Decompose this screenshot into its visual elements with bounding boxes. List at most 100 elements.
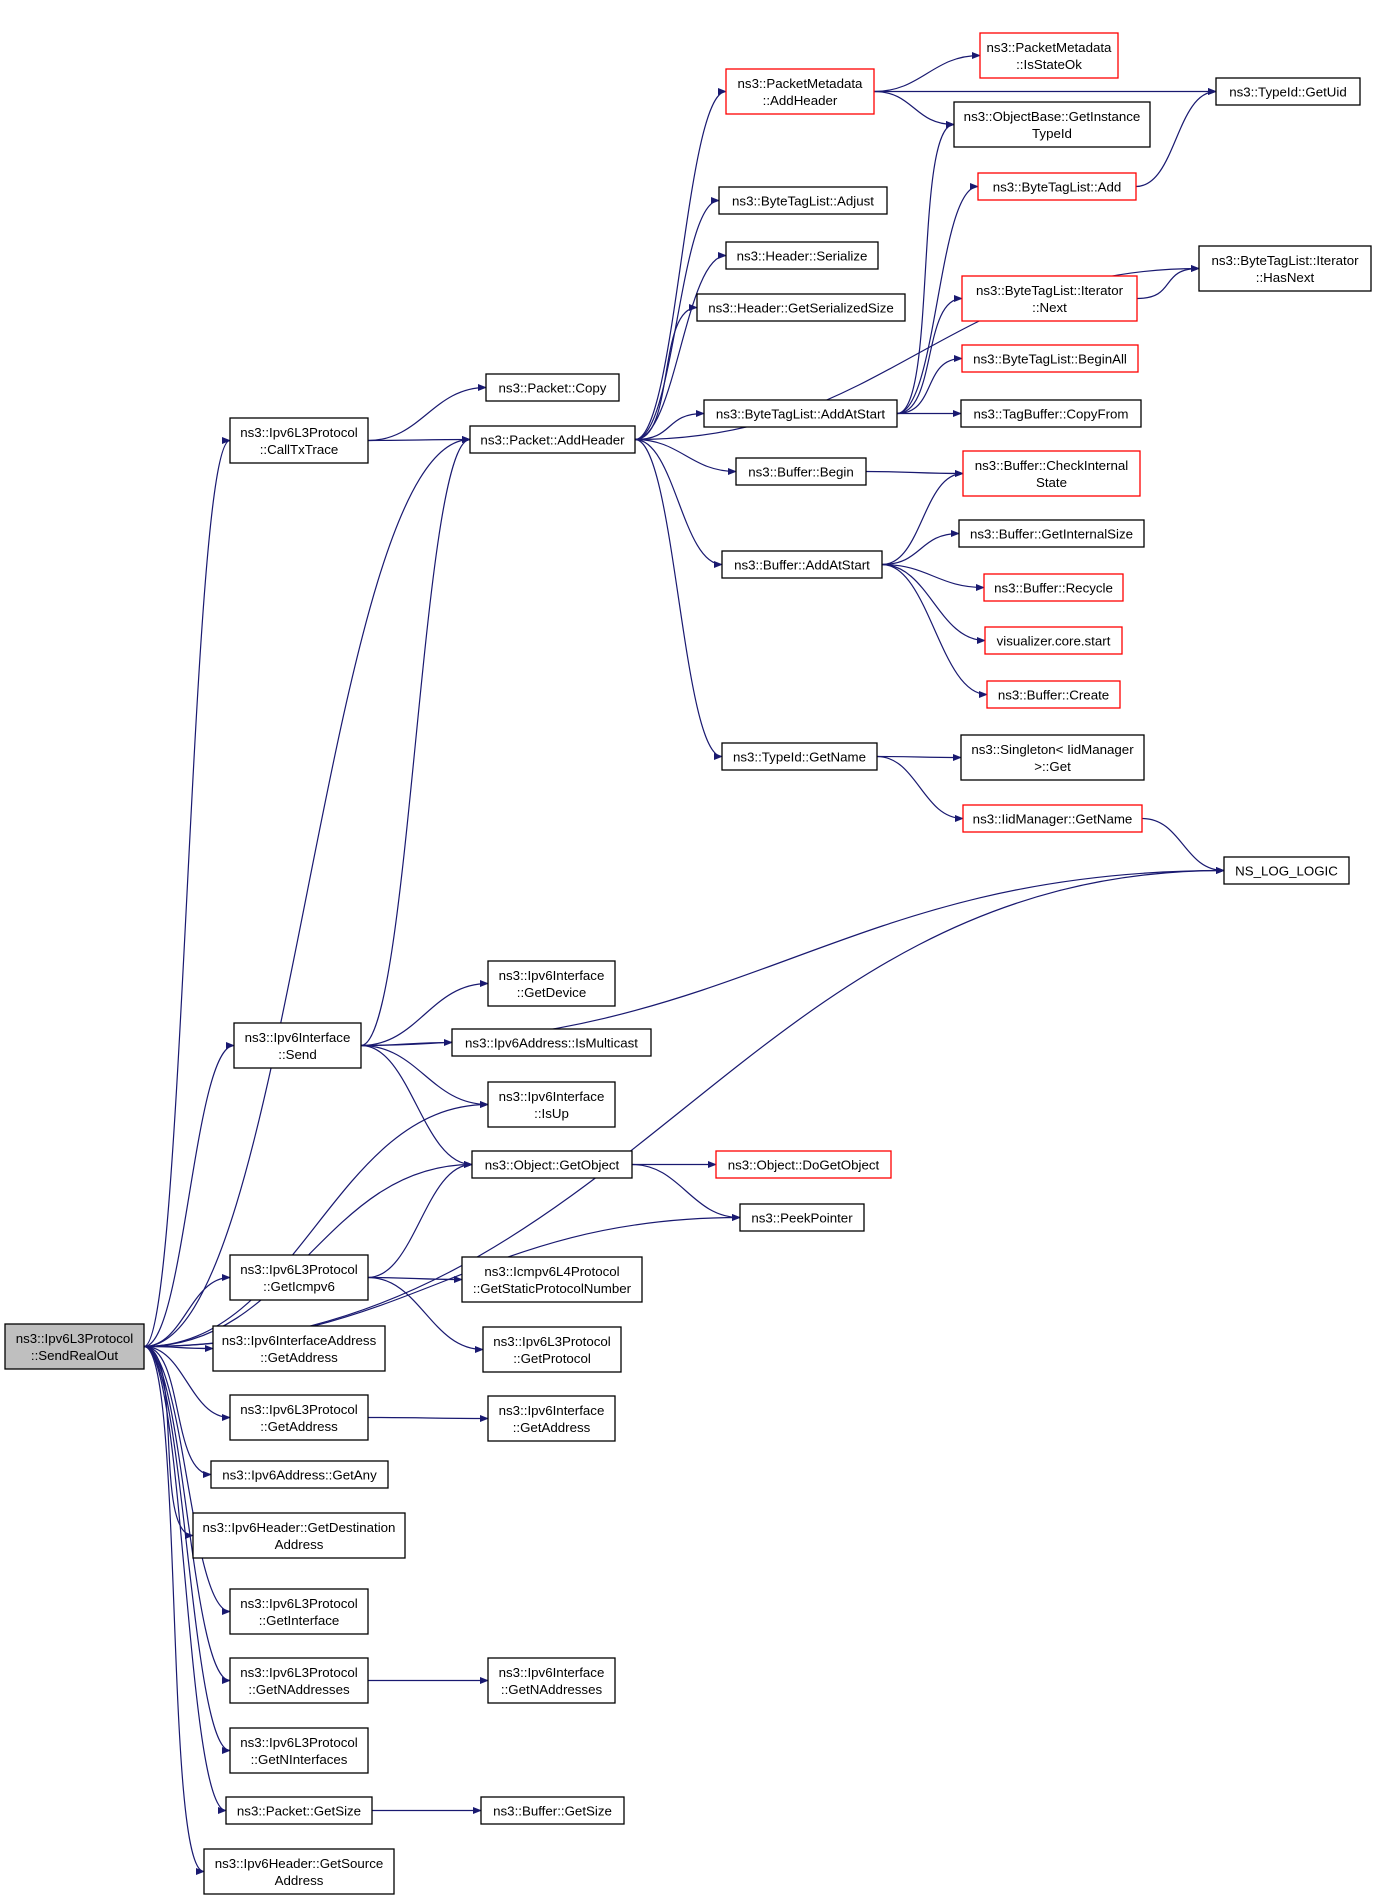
node-iid-get-name[interactable]: ns3::IidManager::GetName [962,804,1143,833]
node-box[interactable] [983,573,1124,602]
node-l3-get-ninterfaces[interactable]: ns3::Ipv6L3Protocol::GetNInterfaces [229,1727,369,1774]
node-btl-add-at-start[interactable]: ns3::ByteTagList::AddAtStart [703,399,898,428]
node-pkt-copy[interactable]: ns3::Packet::Copy [485,373,620,402]
node-l3-get-naddresses[interactable]: ns3::Ipv6L3Protocol::GetNAddresses [229,1657,369,1704]
node-buf-begin[interactable]: ns3::Buffer::Begin [735,457,867,486]
node-box[interactable] [1215,77,1361,106]
node-icmp-get-static[interactable]: ns3::Icmpv6L4Protocol::GetStaticProtocol… [461,1256,643,1303]
node-buf-get-internal-size[interactable]: ns3::Buffer::GetInternalSize [958,519,1145,548]
node-box[interactable] [469,425,636,454]
node-tag-buf-copy-from[interactable]: ns3::TagBuffer::CopyFrom [960,399,1142,428]
node-btl-iter-next[interactable]: ns3::ByteTagList::Iterator::Next [961,275,1138,322]
node-box[interactable] [229,1657,369,1704]
node-box[interactable] [979,32,1119,79]
node-box[interactable] [721,742,878,771]
node-buf-recycle[interactable]: ns3::Buffer::Recycle [983,573,1124,602]
node-buf-create[interactable]: ns3::Buffer::Create [986,680,1121,709]
node-peek-pointer[interactable]: ns3::PeekPointer [739,1203,865,1232]
node-box[interactable] [461,1256,643,1303]
node-box[interactable] [4,1323,145,1370]
node-box[interactable] [229,1394,369,1441]
node-obj-do-get-object[interactable]: ns3::Object::DoGetObject [715,1150,892,1179]
node-obj-get-object[interactable]: ns3::Object::GetObject [471,1150,633,1179]
node-pm-is-state-ok[interactable]: ns3::PacketMetadata::IsStateOk [979,32,1119,79]
node-box[interactable] [718,186,888,215]
node-box[interactable] [1198,245,1372,292]
node-addr-get-any[interactable]: ns3::Ipv6Address::GetAny [210,1460,389,1489]
node-box[interactable] [961,344,1139,373]
node-if-get-address[interactable]: ns3::Ipv6Interface::GetAddress [487,1395,616,1442]
node-box[interactable] [210,1460,389,1489]
node-pkt-add-header[interactable]: ns3::Packet::AddHeader [469,425,636,454]
node-box[interactable] [715,1150,892,1179]
node-box[interactable] [482,1326,622,1373]
node-l3-get-interface[interactable]: ns3::Ipv6L3Protocol::GetInterface [229,1588,369,1635]
node-box[interactable] [451,1028,652,1057]
node-ns-log-logic[interactable]: NS_LOG_LOGIC [1223,856,1350,885]
node-l3-get-protocol[interactable]: ns3::Ipv6L3Protocol::GetProtocol [482,1326,622,1373]
node-box[interactable] [696,293,906,322]
node-box[interactable] [487,1081,616,1128]
node-box[interactable] [725,241,879,270]
node-box[interactable] [735,457,867,486]
node-box[interactable] [953,101,1151,148]
node-pkt-get-size[interactable]: ns3::Packet::GetSize [225,1796,373,1825]
node-box[interactable] [471,1150,633,1179]
node-box[interactable] [703,399,898,428]
node-hdr-get-ser-size[interactable]: ns3::Header::GetSerializedSize [696,293,906,322]
node-pm-add-header[interactable]: ns3::PacketMetadata::AddHeader [725,68,875,115]
node-box[interactable] [233,1022,362,1069]
node-type-id-get-name[interactable]: ns3::TypeId::GetName [721,742,878,771]
node-box[interactable] [725,68,875,115]
node-btl-iter-has-next[interactable]: ns3::ByteTagList::Iterator::HasNext [1198,245,1372,292]
node-if-get-naddresses[interactable]: ns3::Ipv6Interface::GetNAddresses [487,1657,616,1704]
node-singleton-get[interactable]: ns3::Singleton< IidManager >::Get [960,734,1145,781]
node-call-tx[interactable]: ns3::Ipv6L3Protocol::CallTxTrace [229,417,369,464]
node-box[interactable] [721,550,883,579]
node-l3-get-address[interactable]: ns3::Ipv6L3Protocol::GetAddress [229,1394,369,1441]
node-box[interactable] [986,680,1121,709]
node-l3-get-icmpv6[interactable]: ns3::Ipv6L3Protocol::GetIcmpv6 [229,1254,369,1301]
node-btl-adjust[interactable]: ns3::ByteTagList::Adjust [718,186,888,215]
node-box[interactable] [487,960,616,1007]
node-box[interactable] [229,417,369,464]
node-box[interactable] [212,1325,386,1372]
node-box[interactable] [487,1395,616,1442]
node-box[interactable] [962,450,1141,497]
node-box[interactable] [961,275,1138,322]
node-buf-get-size[interactable]: ns3::Buffer::GetSize [480,1796,625,1825]
node-box[interactable] [229,1727,369,1774]
node-box[interactable] [960,734,1145,781]
node-btl-add[interactable]: ns3::ByteTagList::Add [977,172,1137,201]
node-box[interactable] [739,1203,865,1232]
node-box[interactable] [958,519,1145,548]
node-box[interactable] [229,1254,369,1301]
node-box[interactable] [960,399,1142,428]
node-buf-add-at-start[interactable]: ns3::Buffer::AddAtStart [721,550,883,579]
node-if-send[interactable]: ns3::Ipv6Interface::Send [233,1022,362,1069]
node-box[interactable] [984,626,1123,655]
node-hdr-serialize[interactable]: ns3::Header::Serialize [725,241,879,270]
node-box[interactable] [485,373,620,402]
node-if-is-up[interactable]: ns3::Ipv6Interface::IsUp [487,1081,616,1128]
node-if-addr-get-address[interactable]: ns3::Ipv6InterfaceAddress::GetAddress [212,1325,386,1372]
node-viz-start[interactable]: visualizer.core.start [984,626,1123,655]
node-box[interactable] [192,1512,406,1559]
node-box[interactable] [203,1848,395,1895]
node-box[interactable] [962,804,1143,833]
node-box[interactable] [487,1657,616,1704]
node-box[interactable] [977,172,1137,201]
node-if-get-device[interactable]: ns3::Ipv6Interface::GetDevice [487,960,616,1007]
node-btl-begin-all[interactable]: ns3::ByteTagList::BeginAll [961,344,1139,373]
node-box[interactable] [225,1796,373,1825]
node-box[interactable] [1223,856,1350,885]
node-root[interactable]: ns3::Ipv6L3Protocol::SendRealOut [4,1323,145,1370]
node-addr-is-multicast[interactable]: ns3::Ipv6Address::IsMulticast [451,1028,652,1057]
node-type-id-get-uid[interactable]: ns3::TypeId::GetUid [1215,77,1361,106]
node-box[interactable] [480,1796,625,1825]
node-box[interactable] [229,1588,369,1635]
